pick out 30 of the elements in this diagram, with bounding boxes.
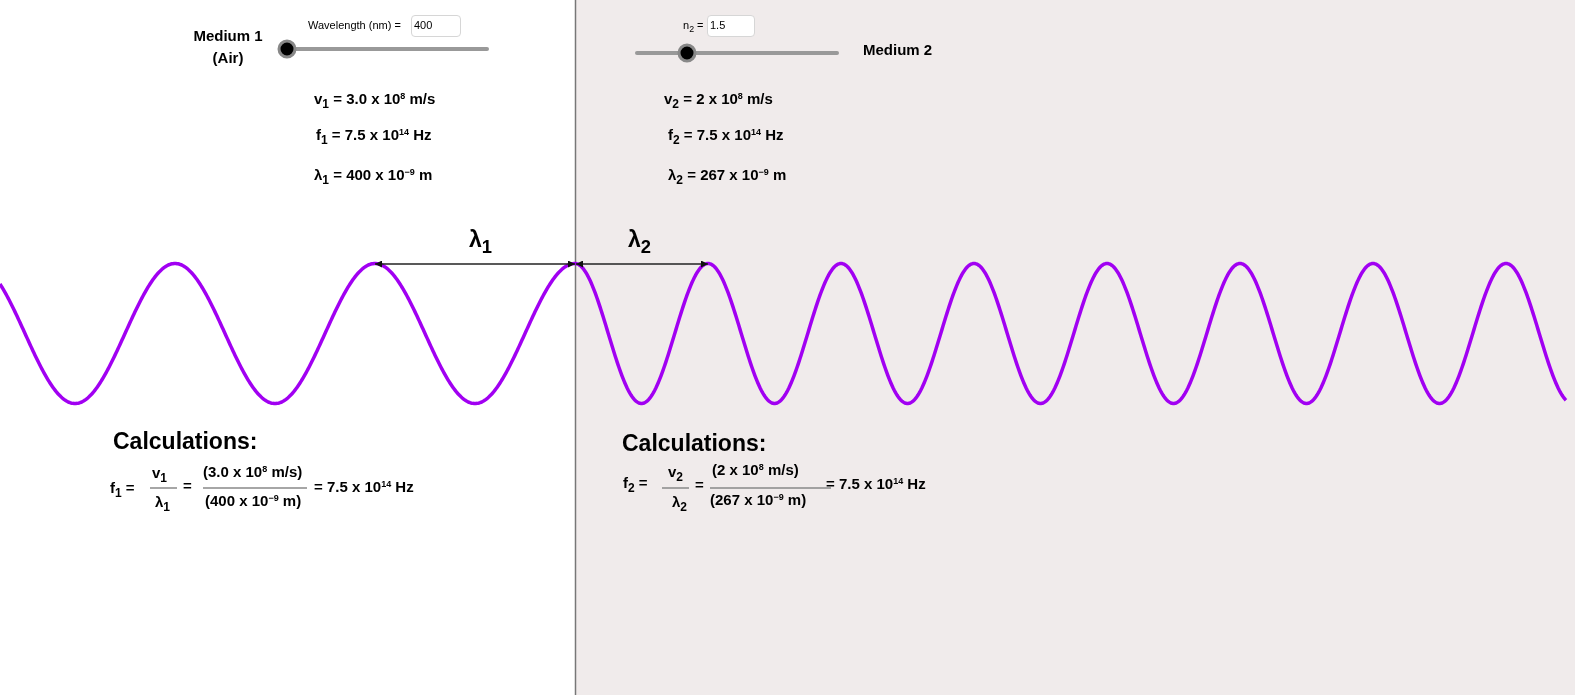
- equation-text: λ$_{1}$ = 400 x 10$^{−9}$ m: [314, 166, 433, 184]
- wavelength-label: λ$_{1}$: [469, 226, 493, 254]
- equation-text: λ$_{1}$: [155, 493, 171, 511]
- section-heading: Calculations:: [113, 428, 258, 456]
- section-heading: Calculations:: [622, 430, 767, 458]
- medium-label: Medium 2: [863, 41, 933, 59]
- input-field: 400: [411, 15, 461, 37]
- equation-text: λ$_{2}$: [672, 493, 688, 511]
- field-label: n$_{2}$ =: [683, 19, 704, 33]
- equation-text: v$_{1}$: [152, 464, 168, 482]
- equation-text: v$_{2}$: [668, 463, 684, 481]
- equation-text: =: [183, 477, 192, 495]
- wavelength-label: λ$_{2}$: [628, 226, 652, 254]
- equation-text: = 7.5 x 10$^{14}$ Hz: [826, 475, 926, 493]
- equation-text: = 7.5 x 10$^{14}$ Hz: [314, 478, 414, 496]
- equation-text: (2 x 10$^{8}$ m/s): [712, 461, 799, 479]
- equation-text: λ$_{2}$ = 267 x 10$^{−9}$ m: [668, 166, 787, 184]
- equation-text: v$_{1}$ = 3.0 x 10$^{8}$ m/s: [314, 90, 436, 108]
- field-label: Wavelength (nm) =: [308, 19, 401, 33]
- equation-text: f$_{1}$ =: [110, 479, 135, 497]
- equation-text: f$_{2}$ = 7.5 x 10$^{14}$ Hz: [668, 126, 784, 144]
- equation-text: f$_{2}$ =: [623, 474, 648, 492]
- input-field: 1.5: [707, 15, 755, 37]
- equation-text: (267 x 10$^{−9}$ m): [710, 491, 807, 509]
- equation-text: (3.0 x 10$^{8}$ m/s): [203, 463, 303, 481]
- equation-text: f$_{1}$ = 7.5 x 10$^{14}$ Hz: [316, 126, 432, 144]
- equation-text: v$_{2}$ = 2 x 10$^{8}$ m/s: [664, 90, 773, 108]
- equation-text: (400 x 10$^{−9}$ m): [205, 492, 302, 510]
- equation-text: =: [695, 476, 704, 494]
- medium-label: Medium 1 (Air): [192, 26, 264, 68]
